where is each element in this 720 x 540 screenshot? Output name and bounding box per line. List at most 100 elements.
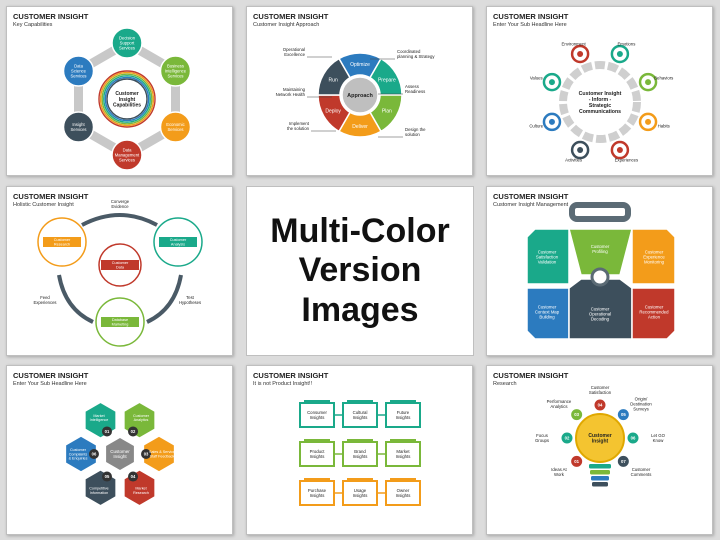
card-subtitle: Enter Your Sub Headline Here <box>493 22 567 28</box>
item-icon-dot <box>616 50 623 57</box>
hex-number: 02 <box>131 429 136 434</box>
segment-label: Prepare <box>378 77 396 83</box>
capability-node <box>62 111 95 143</box>
card-subtitle: Research <box>493 381 517 387</box>
holistic-band <box>101 260 139 270</box>
card-approach[interactable]: CUSTOMER INSIGHT Customer Insight Approa… <box>246 6 473 176</box>
hex-number: 03 <box>144 451 149 456</box>
box-tab <box>304 400 330 403</box>
approach-segment <box>317 94 352 133</box>
hex-number-badge <box>88 449 99 459</box>
item-label: Behaviors <box>654 75 673 80</box>
item-icon-dot <box>577 147 584 154</box>
item-label: Values <box>530 75 543 80</box>
item-icon-dot <box>616 147 623 154</box>
research-badge <box>626 431 640 445</box>
card-not-product[interactable]: CUSTOMER INSIGHT It is not Product Insig… <box>246 365 473 535</box>
management-block <box>526 228 570 285</box>
card-subtitle: It is not Product Insight!! <box>253 381 313 387</box>
research-number: 07 <box>621 459 626 464</box>
item-icon-dot <box>548 118 555 125</box>
insight-hex <box>142 435 176 473</box>
center-disc <box>108 80 146 118</box>
dashed-ring <box>559 61 641 143</box>
card-title: CUSTOMER INSIGHT <box>13 12 89 21</box>
item-label: Culture <box>529 124 543 129</box>
item-label: Environment <box>562 41 587 46</box>
center-headline-panel: Multi-Color Version Images <box>246 186 474 356</box>
research-number: 05 <box>621 412 626 417</box>
card-management[interactable]: CUSTOMER INSIGHT Customer Insight Manage… <box>486 186 713 356</box>
capability-node <box>62 55 95 87</box>
box-tab <box>347 439 373 442</box>
box-tab <box>347 400 373 403</box>
hex-number-badge <box>128 426 139 437</box>
headline-line-2: Version Images <box>298 251 422 329</box>
box-tab <box>304 478 330 481</box>
center-ring <box>103 75 151 123</box>
item-icon-dot <box>577 50 584 57</box>
card-key-capabilities[interactable]: CUSTOMER INSIGHT Key Capabilities Decisi… <box>6 6 233 176</box>
approach-center <box>341 76 379 114</box>
hex-number-badge <box>141 449 152 459</box>
capability-node <box>159 55 192 87</box>
insight-box <box>342 441 378 467</box>
card-communications[interactable]: CUSTOMER INSIGHT Enter Your Sub Headline… <box>486 6 713 176</box>
insight-hex <box>64 435 98 473</box>
card-title: CUSTOMER INSIGHT <box>13 192 89 201</box>
arrow-left <box>57 274 94 324</box>
hex-number: 05 <box>105 474 110 479</box>
insight-box <box>299 402 335 428</box>
hex-number-badge <box>101 426 112 437</box>
card-title: CUSTOMER INSIGHT <box>253 12 329 21</box>
bag-handle <box>569 202 631 222</box>
center-hex <box>106 438 134 470</box>
research-number: 01 <box>574 459 579 464</box>
card-holistic[interactable]: CUSTOMER INSIGHT Holistic Customer Insig… <box>6 186 233 356</box>
bulb-glass <box>575 413 625 463</box>
capability-node <box>159 111 192 143</box>
holistic-band <box>159 237 197 247</box>
item-label: Habits <box>658 124 670 129</box>
card-title: CUSTOMER INSIGHT <box>493 12 569 21</box>
hex-number-badge <box>101 471 112 482</box>
item-icon-dot <box>645 79 652 86</box>
card-subtitle: Enter Your Sub Headline Here <box>13 381 87 387</box>
segment-label: Run <box>329 77 338 83</box>
arrow-top <box>81 213 158 227</box>
research-number: 06 <box>631 436 636 441</box>
research-number: 04 <box>598 403 603 408</box>
box-tab <box>304 439 330 442</box>
card-hexagons[interactable]: CUSTOMER INSIGHT Enter Your Sub Headline… <box>6 365 233 535</box>
card-subtitle: Holistic Customer Insight <box>13 202 74 208</box>
